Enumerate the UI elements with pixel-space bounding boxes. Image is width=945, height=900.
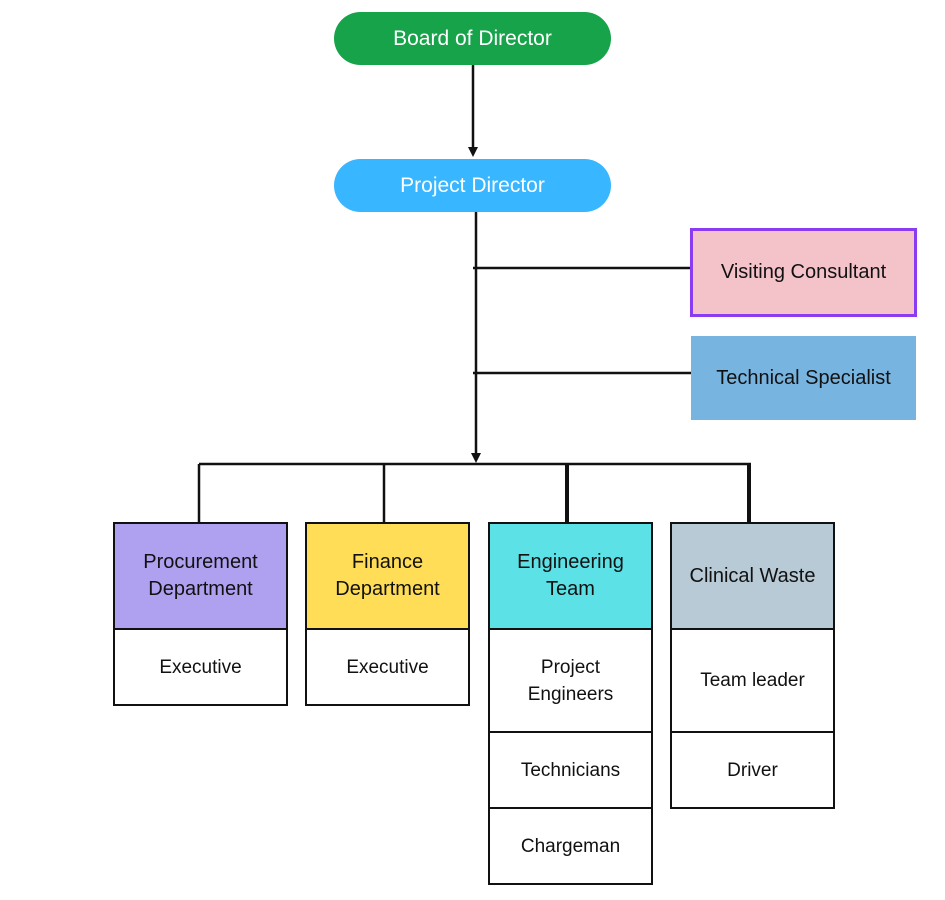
clinical-waste-header[interactable]: Clinical Waste bbox=[672, 524, 833, 628]
technical-specialist-label: Technical Specialist bbox=[716, 366, 891, 389]
visiting-consultant-label: Visiting Consultant bbox=[720, 261, 887, 283]
engineering-team-label: Engineering Team bbox=[517, 551, 624, 600]
board-of-director-label: Board of Director bbox=[393, 27, 552, 50]
procurement-department-header[interactable]: Procurement Department bbox=[115, 524, 286, 628]
engineering-team-column: Engineering Team Project Engineers Techn… bbox=[488, 522, 653, 885]
clinical-member-driver[interactable]: Driver bbox=[672, 731, 833, 807]
clinical-waste-column: Clinical Waste Team leader Driver bbox=[670, 522, 835, 809]
clinical-member-label: Team leader bbox=[700, 670, 805, 691]
engineering-member-project-engineers[interactable]: Project Engineers bbox=[490, 628, 651, 731]
engineering-member-label: Technicians bbox=[520, 759, 621, 781]
finance-department-column: Finance Department Executive bbox=[305, 522, 470, 706]
clinical-waste-label: Clinical Waste bbox=[689, 564, 816, 587]
finance-member-label: Executive bbox=[346, 656, 429, 678]
board-of-director-node[interactable]: Board of Director bbox=[334, 12, 611, 65]
finance-member-executive[interactable]: Executive bbox=[307, 628, 468, 704]
engineering-member-technicians[interactable]: Technicians bbox=[490, 731, 651, 807]
clinical-member-label: Driver bbox=[727, 759, 778, 781]
finance-department-label: Finance Department bbox=[335, 551, 440, 600]
finance-department-header[interactable]: Finance Department bbox=[307, 524, 468, 628]
project-director-label: Project Director bbox=[400, 174, 545, 197]
project-director-node[interactable]: Project Director bbox=[334, 159, 611, 212]
technical-specialist-node[interactable]: Technical Specialist bbox=[691, 336, 916, 420]
engineering-team-header[interactable]: Engineering Team bbox=[490, 524, 651, 628]
engineering-member-label: Chargeman bbox=[520, 835, 621, 857]
procurement-department-column: Procurement Department Executive bbox=[113, 522, 288, 706]
engineering-member-chargeman[interactable]: Chargeman bbox=[490, 807, 651, 883]
procurement-member-executive[interactable]: Executive bbox=[115, 628, 286, 704]
clinical-member-team-leader[interactable]: Team leader bbox=[672, 628, 833, 731]
engineering-member-label: Project Engineers bbox=[527, 656, 614, 705]
procurement-department-label: Procurement Department bbox=[143, 551, 258, 600]
visiting-consultant-node[interactable]: Visiting Consultant bbox=[690, 228, 917, 317]
procurement-member-label: Executive bbox=[159, 656, 242, 678]
